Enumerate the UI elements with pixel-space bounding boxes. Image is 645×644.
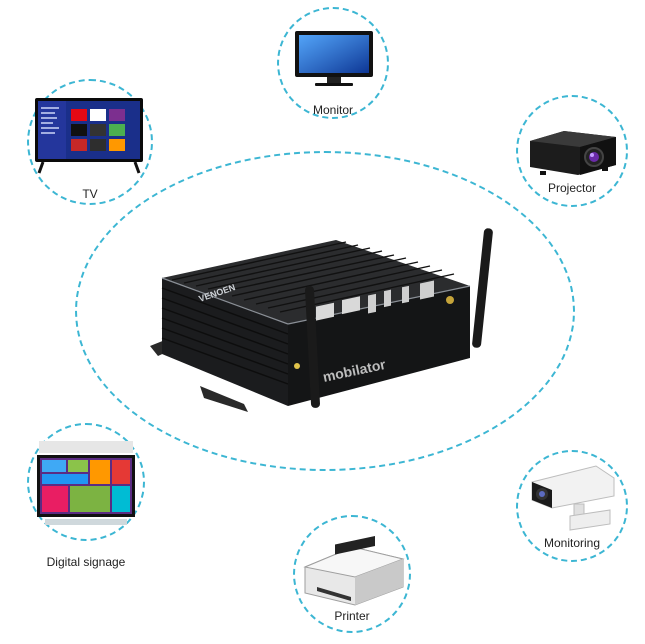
mini-pc-image: VENOEN mobilator bbox=[150, 228, 493, 412]
right-antenna bbox=[472, 228, 493, 348]
printer-label: Printer bbox=[334, 609, 370, 623]
projector-label: Projector bbox=[547, 181, 597, 195]
tv-node: TV bbox=[27, 79, 153, 205]
printer-node: Printer bbox=[293, 515, 411, 633]
security-camera-icon bbox=[531, 465, 615, 531]
tv-label: TV bbox=[82, 187, 98, 201]
monitor-icon bbox=[295, 31, 373, 86]
monitoring-label: Monitoring bbox=[543, 536, 601, 550]
tv-icon bbox=[35, 98, 143, 174]
monitor-label: Monitor bbox=[312, 103, 353, 117]
printer-icon bbox=[303, 535, 405, 606]
digital-signage-node: Digital signage bbox=[27, 423, 145, 569]
left-antenna bbox=[305, 286, 320, 408]
monitor-node: Monitor bbox=[277, 7, 389, 119]
digital-signage-icon bbox=[37, 441, 135, 525]
digital-signage-label: Digital signage bbox=[46, 555, 126, 569]
monitoring-node: Monitoring bbox=[516, 450, 628, 562]
projector-node: Projector bbox=[516, 95, 628, 207]
projector-icon bbox=[530, 131, 616, 175]
central-dashed-ellipse bbox=[75, 151, 575, 471]
